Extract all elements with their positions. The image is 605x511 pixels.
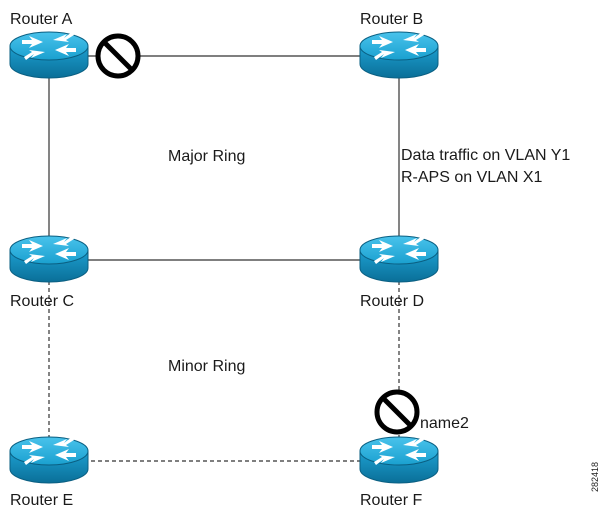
data-traffic-annotation: Data traffic on VLAN Y1 xyxy=(401,147,570,164)
blocked-port-icon xyxy=(374,389,420,435)
router-d-label: Router D xyxy=(360,293,424,310)
router-icon xyxy=(9,235,89,283)
router-a-label: Router A xyxy=(10,11,73,28)
router-icon xyxy=(359,235,439,283)
router-d[interactable] xyxy=(359,235,439,283)
figure-id: 282418 xyxy=(590,462,600,492)
major-ring-label: Major Ring xyxy=(168,148,245,165)
router-b[interactable] xyxy=(359,31,439,79)
raps-annotation: R-APS on VLAN X1 xyxy=(401,169,543,186)
minor-ring-label: Minor Ring xyxy=(168,358,245,375)
links-layer xyxy=(48,55,400,462)
router-icon xyxy=(359,31,439,79)
blocked-port-label: name2 xyxy=(420,415,469,432)
router-e-label: Router E xyxy=(10,492,73,509)
router-icon xyxy=(359,436,439,484)
router-b-label: Router B xyxy=(360,11,423,28)
router-icon xyxy=(9,31,89,79)
router-c-label: Router C xyxy=(10,293,74,310)
router-f[interactable] xyxy=(359,436,439,484)
router-e[interactable] xyxy=(9,436,89,484)
router-c[interactable] xyxy=(9,235,89,283)
router-a[interactable] xyxy=(9,31,89,79)
router-icon xyxy=(9,436,89,484)
router-f-label: Router F xyxy=(360,492,422,509)
blocked-port-icon xyxy=(95,33,141,79)
